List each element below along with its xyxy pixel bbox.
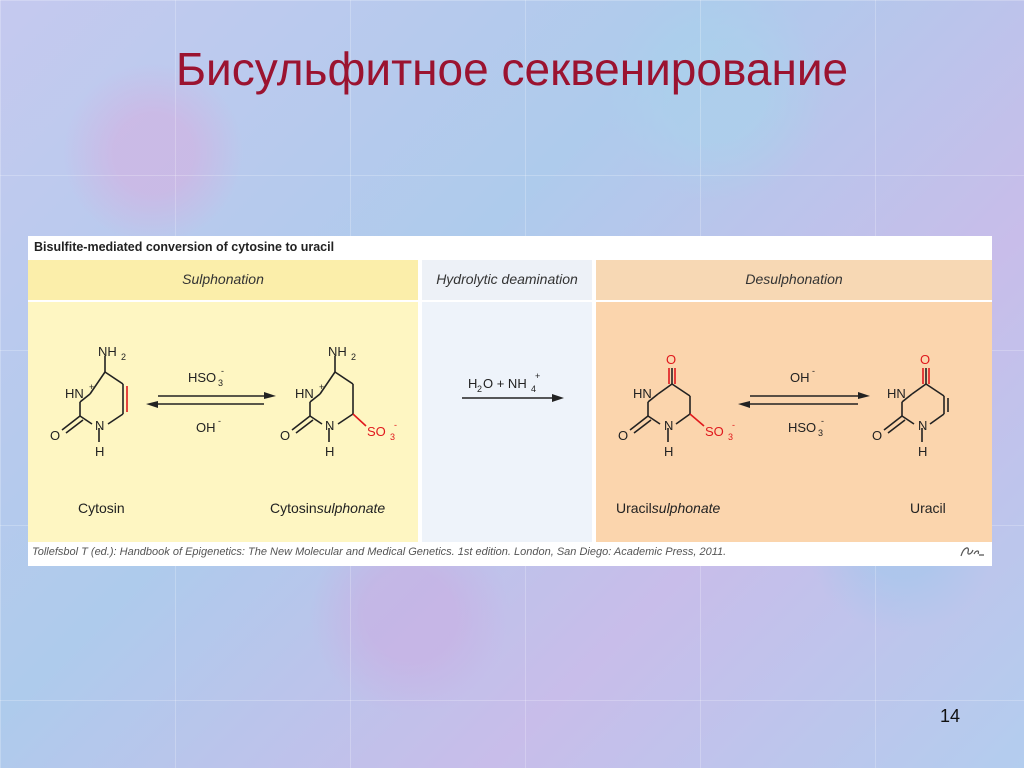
svg-text:N: N (664, 418, 673, 433)
svg-text:O: O (872, 428, 882, 443)
sulphonation-panel (28, 302, 418, 542)
desulphonation-panel (596, 302, 992, 542)
svg-text:-: - (732, 420, 735, 430)
svg-text:3: 3 (218, 378, 223, 388)
reagent-hso3: HSO (188, 370, 216, 385)
desulphonation-label: Desulphonation (745, 271, 843, 287)
svg-text:O: O (280, 428, 290, 443)
svg-text:3: 3 (818, 428, 823, 438)
hydrolytic-panel (422, 302, 592, 542)
svg-text:2: 2 (477, 384, 482, 394)
svg-text:3: 3 (728, 432, 733, 442)
svg-text:O + NH: O + NH (483, 376, 527, 391)
svg-text:-: - (221, 366, 224, 376)
carbonyl-o: O (666, 352, 676, 367)
reaction-scheme: NH 2 HN + O N H NH 2 HN + O N H SO 3 - O… (50, 344, 949, 459)
atom-o: O (50, 428, 60, 443)
svg-text:O: O (618, 428, 628, 443)
svg-text:H: H (664, 444, 673, 459)
sulphonation-header: Sulphonation (28, 260, 418, 300)
page-number: 14 (940, 706, 961, 726)
svg-text:N: N (918, 418, 927, 433)
svg-text:HN: HN (295, 386, 314, 401)
svg-text:N: N (325, 418, 334, 433)
reagent-oh: OH (196, 420, 216, 435)
svg-text:+: + (319, 382, 324, 392)
hydrolytic-header: Hydrolytic deamination (422, 260, 592, 300)
svg-text:NH: NH (328, 344, 347, 359)
svg-text:2: 2 (121, 352, 126, 362)
citation: Tollefsbol T (ed.): Handbook of Epigenet… (32, 546, 727, 558)
label-cytosin-sulphonate: Cytosinsulphonate (270, 500, 386, 516)
publisher-logo-icon (960, 547, 984, 557)
svg-text:-: - (821, 416, 824, 426)
svg-text:2: 2 (351, 352, 356, 362)
reagent-h2o-nh4: H (468, 376, 477, 391)
svg-text:H: H (325, 444, 334, 459)
label-uracil: Uracil (910, 500, 946, 516)
svg-text:+: + (89, 382, 94, 392)
atom-n: N (95, 418, 104, 433)
label-cytosin: Cytosin (78, 500, 125, 516)
label-uracil-sulphonate: Uracilsulphonate (616, 500, 721, 516)
svg-text:3: 3 (390, 432, 395, 442)
hydrolytic-label: Hydrolytic deamination (436, 271, 578, 287)
svg-text:4: 4 (531, 384, 536, 394)
atom-hn: HN (65, 386, 84, 401)
svg-text:O: O (920, 352, 930, 367)
atom-nh2: NH (98, 344, 117, 359)
svg-text:-: - (218, 416, 221, 426)
svg-text:H: H (918, 444, 927, 459)
desulphonation-header: Desulphonation (596, 260, 992, 300)
reaction-figure: Bisulfite-mediated conversion of cytosin… (28, 236, 992, 566)
slide-title: Бисульфитное секвенирование (175, 43, 849, 95)
reagent-hso3-2: HSO (788, 420, 816, 435)
svg-text:+: + (535, 371, 540, 381)
svg-text:HN: HN (633, 386, 652, 401)
svg-text:HN: HN (887, 386, 906, 401)
svg-text:SO: SO (705, 424, 724, 439)
svg-text:-: - (394, 420, 397, 430)
figure-heading: Bisulfite-mediated conversion of cytosin… (34, 240, 335, 254)
sulphonation-label: Sulphonation (182, 271, 264, 287)
svg-text:-: - (812, 366, 815, 376)
atom-h: H (95, 444, 104, 459)
sulphonate-group: SO (367, 424, 386, 439)
reagent-oh-2: OH (790, 370, 810, 385)
